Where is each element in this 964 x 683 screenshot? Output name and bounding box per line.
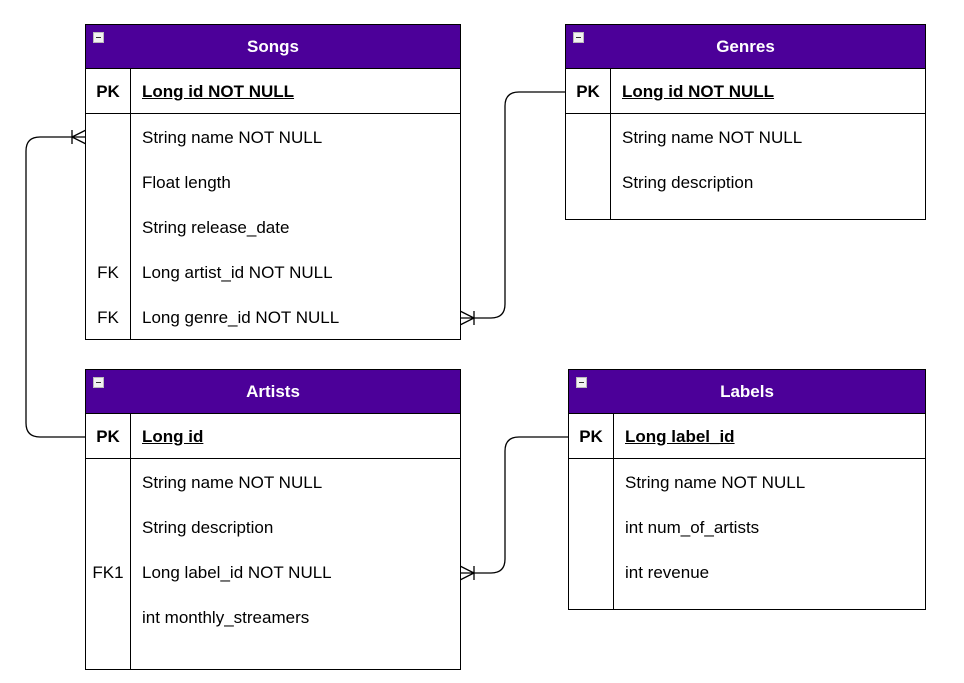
collapse-icon[interactable] [93,32,104,43]
field-length: Float length [142,173,231,192]
field-monthly-streamers: int monthly_streamers [142,608,310,627]
songs-pk-field: Long id NOT NULL [142,82,295,101]
collapse-icon[interactable] [93,377,104,388]
artists-title: Artists [246,382,300,401]
field-name: String name NOT NULL [142,128,323,147]
crowfoot-songs-artist [70,129,87,145]
genres-title: Genres [716,37,775,56]
genres-header[interactable]: Genres [566,25,925,69]
songs-title: Songs [247,37,299,56]
songs-table[interactable]: Songs PK Long id NOT NULL String name NO… [85,24,461,340]
connector-genres-songs [460,91,566,319]
labels-title: Labels [720,382,774,401]
genres-pk-field: Long id NOT NULL [622,82,775,101]
field-genre-id: Long genre_id NOT NULL [142,308,340,327]
pk-label: PK [96,427,120,446]
key-column-divider [130,69,131,339]
labels-pk-field: Long label_id [625,427,735,446]
fk-label: FK [97,308,119,327]
field-artist-id: Long artist_id NOT NULL [142,263,333,282]
connector-labels-artists [460,436,569,574]
artists-pk-field: Long id [142,427,204,446]
field-description: String description [622,173,754,192]
artists-table[interactable]: Artists PK Long id String name NOT NULL … [85,369,461,670]
fk-label: FK1 [92,563,124,582]
pk-label: PK [576,82,600,101]
crowfoot-artists-label [459,565,476,581]
genres-table[interactable]: Genres PK Long id NOT NULL String name N… [565,24,926,220]
labels-table[interactable]: Labels PK Long label_id String name NOT … [568,369,926,610]
pk-label: PK [96,82,120,101]
genres-pk-row: PK Long id NOT NULL [566,69,925,114]
collapse-icon[interactable] [573,32,584,43]
songs-header[interactable]: Songs [86,25,460,69]
field-revenue: int revenue [625,563,710,582]
songs-pk-row: PK Long id NOT NULL [86,69,460,114]
labels-pk-row: PK Long label_id [569,414,925,459]
field-label-id: Long label_id NOT NULL [142,563,332,582]
field-name: String name NOT NULL [142,473,323,492]
field-name: String name NOT NULL [625,473,806,492]
fk-label: FK [97,263,119,282]
field-release-date: String release_date [142,218,290,237]
labels-header[interactable]: Labels [569,370,925,414]
key-column-divider [610,69,611,219]
connector-artists-songs [25,136,86,438]
artists-header[interactable]: Artists [86,370,460,414]
key-column-divider [613,414,614,609]
artists-pk-row: PK Long id [86,414,460,459]
field-num-of-artists: int num_of_artists [625,518,760,537]
key-column-divider [130,414,131,669]
collapse-icon[interactable] [576,377,587,388]
field-name: String name NOT NULL [622,128,803,147]
crowfoot-songs-genre [459,310,476,326]
field-description: String description [142,518,274,537]
pk-label: PK [579,427,603,446]
